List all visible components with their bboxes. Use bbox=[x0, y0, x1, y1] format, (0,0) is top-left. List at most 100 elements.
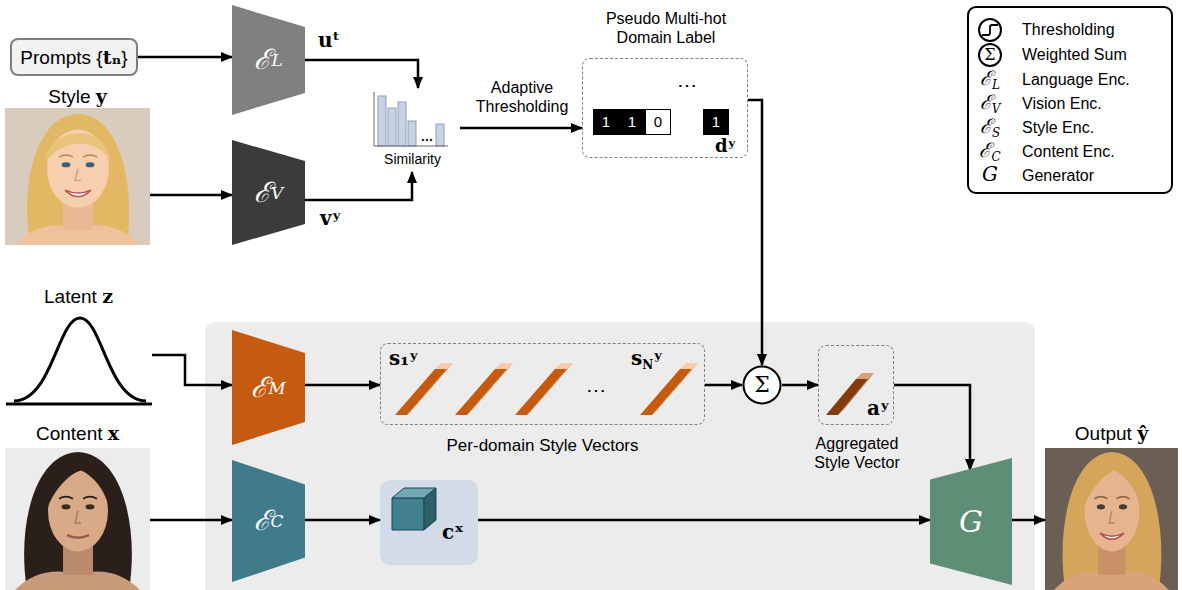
latent-input: Latent z bbox=[5, 285, 152, 408]
connector-arrow bbox=[150, 194, 232, 197]
output-photo-part bbox=[1115, 470, 1141, 507]
connector-arrow bbox=[305, 60, 418, 88]
output-photo bbox=[1045, 448, 1178, 590]
output-photo-part bbox=[1084, 467, 1114, 507]
vision-encoder-shape bbox=[232, 140, 305, 245]
content-photo-part bbox=[81, 470, 109, 507]
legend-box-part bbox=[979, 19, 1001, 41]
legend-text: Weighted Sum bbox=[1022, 45, 1127, 65]
label-text: 0 bbox=[646, 110, 670, 134]
content-code-panel-part bbox=[392, 498, 424, 530]
similarity-bars-part bbox=[436, 124, 444, 146]
style-photo bbox=[5, 108, 150, 245]
connector-arrow bbox=[478, 519, 930, 522]
box-caption: Per-domain Style Vectors bbox=[381, 436, 704, 456]
legend-box-part bbox=[968, 7, 1172, 193]
connector-arrow bbox=[305, 384, 380, 387]
label-text: 1 bbox=[619, 109, 645, 135]
prompt-box: Prompts {tₙ} bbox=[10, 38, 138, 76]
connector-arrow bbox=[305, 519, 380, 522]
math-symbol: x bbox=[108, 422, 119, 444]
label-text: dʸ bbox=[715, 135, 736, 157]
math-symbol: y bbox=[96, 85, 107, 107]
label-cell: 1 bbox=[593, 109, 619, 135]
label-text: Content x bbox=[5, 422, 150, 446]
edge-label: Adaptive Thresholding bbox=[468, 78, 576, 116]
label-text: Output ŷ bbox=[1045, 422, 1178, 446]
mapping-encoder-outline bbox=[232, 330, 305, 445]
language-encoder: ℰL bbox=[232, 5, 305, 115]
style-photo-part bbox=[5, 108, 150, 245]
content-photo-part bbox=[67, 535, 89, 538]
ellipsis: ⋯ bbox=[586, 378, 606, 402]
similarity-bars-part bbox=[408, 121, 416, 146]
aggregated-vector-bar bbox=[826, 373, 874, 415]
legend-box-part bbox=[979, 44, 1001, 66]
similarity-bars-part bbox=[430, 139, 433, 142]
similarity-bars bbox=[374, 92, 448, 146]
gaussian-curve-part bbox=[6, 403, 152, 406]
subscript: L bbox=[992, 78, 1000, 92]
label-text: sNʸ bbox=[631, 346, 663, 370]
connector-arrow bbox=[152, 355, 232, 385]
subscript: V bbox=[992, 102, 1001, 116]
output-photo-part bbox=[1109, 511, 1115, 523]
output-photo-part bbox=[1063, 452, 1162, 590]
style-photo-part bbox=[27, 114, 129, 245]
label-text: G bbox=[930, 458, 1012, 585]
output-photo-part bbox=[1095, 497, 1130, 499]
content-image: Content x bbox=[5, 422, 150, 590]
content-code-panel-part bbox=[424, 488, 436, 530]
connector-arrow bbox=[305, 172, 412, 200]
ellipsis: ⋯ bbox=[677, 73, 697, 97]
mapping-encoder: ℰM bbox=[232, 330, 305, 445]
style-photo-part bbox=[65, 190, 91, 196]
style-vector-bars-part bbox=[395, 369, 447, 415]
style-photo-part bbox=[59, 155, 97, 157]
label-cell: 0 bbox=[645, 109, 671, 135]
style-vector-bars-part bbox=[407, 363, 453, 415]
encoder-panel bbox=[205, 322, 1035, 590]
output-photo-part bbox=[1119, 504, 1127, 509]
output-photo-part bbox=[1100, 533, 1124, 539]
legend-symbol: ℰL bbox=[976, 66, 1004, 90]
content-photo bbox=[5, 448, 150, 590]
label-cell: 1 bbox=[619, 109, 645, 135]
label-text: ℰC bbox=[232, 460, 305, 582]
legend-text: Content Enc. bbox=[1022, 142, 1115, 162]
label-text: 1 bbox=[703, 109, 729, 135]
style-vector-bars-part bbox=[515, 369, 567, 415]
content-code: cˣ bbox=[380, 480, 478, 565]
connector-arrow bbox=[782, 384, 818, 387]
math-symbol: t bbox=[103, 46, 112, 68]
box-heading: Pseudo Multi-hot Domain Label bbox=[579, 9, 753, 47]
label-text: cˣ bbox=[442, 520, 464, 544]
similarity-chart: Similarity bbox=[365, 88, 460, 172]
content-encoder-shape bbox=[232, 460, 305, 582]
language-encoder-shape bbox=[232, 5, 305, 115]
similarity-bars-part bbox=[422, 139, 425, 142]
style-photo-part bbox=[62, 162, 71, 167]
label-text: Similarity bbox=[365, 151, 460, 168]
legend-text: Vision Enc. bbox=[1022, 94, 1102, 114]
style-vector-bars-part bbox=[455, 369, 507, 415]
content-photo-part bbox=[5, 448, 150, 590]
style-image: Style y bbox=[5, 85, 150, 245]
style-photo-part bbox=[45, 133, 111, 162]
style-photo-part bbox=[86, 162, 95, 167]
weighted-sum: Σ bbox=[742, 365, 782, 405]
mapping-encoder-shape bbox=[232, 330, 305, 445]
similarity-bars-part bbox=[374, 92, 448, 146]
similarity-bars-part bbox=[426, 139, 429, 142]
content-code-panel bbox=[380, 480, 478, 565]
legend-box-part bbox=[982, 25, 998, 35]
edge-label: vʸ bbox=[320, 206, 341, 230]
legend-box bbox=[968, 7, 1172, 193]
label-text: ℰV bbox=[232, 140, 305, 245]
style-vectors-box: s₁ʸ⋯sNʸPer-domain Style Vectors bbox=[380, 343, 705, 425]
style-photo-part bbox=[75, 169, 81, 181]
content-photo-part bbox=[75, 511, 81, 523]
connector-arrow bbox=[1012, 519, 1045, 522]
legend-text: Language Enc. bbox=[1022, 70, 1130, 90]
